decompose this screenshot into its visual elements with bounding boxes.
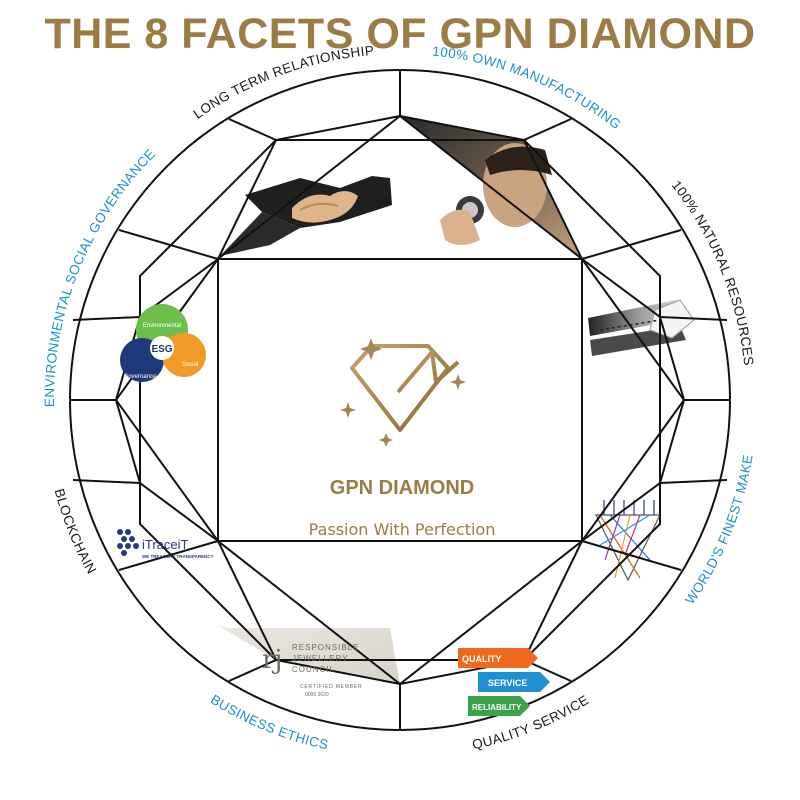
arrow-reliability-text: RELIABILITY [472,703,522,712]
rjc-text: rj RESPONSIBLE JEWELLERY COUNCIL CERTIFI… [262,643,362,698]
esg-top-text: Environmental [143,323,181,329]
esg-bottom-text: Governance [124,374,157,380]
page-title: THE 8 FACETS OF GPN DIAMOND [44,10,756,58]
brand-name: GPN DIAMOND [330,477,474,499]
facet-label-1: LONG TERM RELATIONSHIP [191,43,375,122]
itraceit-logo: iTraceiT WE TREASURE TRANSPARENCY [117,529,214,559]
itraceit-name: iTraceiT [142,537,189,552]
rjc-line3: COUNCIL [292,665,335,674]
facet-label-6: BUSINESS ETHICS [208,692,330,753]
rjc-monogram: rj [262,645,283,675]
arrow-quality-text: QUALITY [462,654,502,664]
diamond-outline [69,69,731,731]
diamond-light-diagram [582,400,661,582]
itraceit-tagline: WE TREASURE TRANSPARENCY [142,554,214,559]
quality-service-arrows: QUALITY SERVICE RELIABILITY [458,648,550,716]
facet-label-7: BLOCKCHAIN [52,487,100,577]
brand-tagline: Passion With Perfection [309,520,496,539]
esg-center-text: ESG [151,344,172,355]
esg-right-text: Social [182,362,198,368]
rjc-member: CERTIFIED MEMBER [300,684,362,690]
arrow-service-text: SERVICE [488,678,527,688]
rjc-line1: RESPONSIBLE [292,643,359,652]
esg-badge: ESG Environmental Social Governance [120,304,206,382]
rjc-line2: JEWELLERY [292,654,348,663]
gpn-logo-icon [340,338,466,447]
rjc-number: 0000 3620 [305,692,329,698]
facet-label-4: WORLD'S FINEST MAKE [682,453,755,607]
facet-label-2: 100% OWN MANUFACTURING [432,44,624,133]
itraceit-dots-icon [117,529,139,556]
